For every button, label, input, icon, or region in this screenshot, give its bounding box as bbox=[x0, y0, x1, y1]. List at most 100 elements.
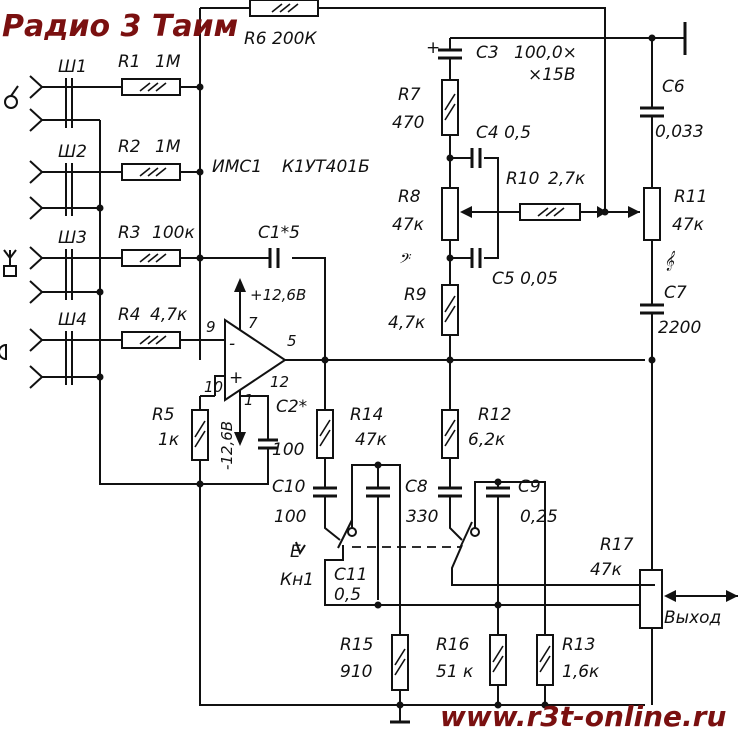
r14-ref: R14 bbox=[350, 405, 383, 425]
c10-ref: С10 bbox=[272, 477, 306, 497]
resistor-r12 bbox=[441, 409, 459, 459]
r5-ref: R5 bbox=[152, 405, 175, 425]
c5-label: С5 0,05 bbox=[492, 269, 558, 289]
switch-ref: Кн1 bbox=[280, 570, 314, 590]
r17-value: 47к bbox=[590, 560, 623, 580]
resistor-r8 bbox=[441, 187, 459, 241]
c2-value: 100 bbox=[272, 440, 304, 460]
labels: R1 1М R2 1М R3 100к R4 4,7к R6 200К ИМС1… bbox=[118, 29, 721, 682]
pin-1: 1 bbox=[244, 391, 254, 409]
r6-value: 200К bbox=[272, 29, 317, 49]
c8-value: 330 bbox=[406, 507, 438, 527]
r10-ref: R10 bbox=[506, 169, 539, 189]
resistor-r5 bbox=[191, 409, 209, 461]
c4-label: С4 0,5 bbox=[476, 123, 531, 143]
r17-ref: R17 bbox=[600, 535, 634, 555]
op-amp-ic: - + bbox=[224, 278, 287, 446]
junction-dots bbox=[96, 34, 656, 709]
c3-ref: С3 bbox=[476, 43, 499, 63]
pin-12: 12 bbox=[270, 373, 289, 391]
c7-ref: С7 bbox=[664, 283, 687, 303]
r7-value: 470 bbox=[392, 113, 424, 133]
c8-ref: С8 bbox=[405, 477, 428, 497]
pickup-icon bbox=[0, 343, 7, 361]
supply-negative: -12,6В bbox=[218, 421, 236, 470]
resistor-r15 bbox=[391, 634, 409, 691]
resistor-r16 bbox=[489, 634, 507, 686]
r3-value: 100к bbox=[152, 223, 195, 243]
c3-value-2: ×15В bbox=[528, 65, 576, 85]
c9-ref: С9 bbox=[518, 477, 541, 497]
c7-value: 2200 bbox=[658, 318, 701, 338]
c3-value: 100,0× bbox=[514, 43, 577, 63]
r1-ref: R1 bbox=[118, 52, 141, 72]
watermark-top: Радио 3 Таим bbox=[2, 9, 238, 44]
r1-value: 1М bbox=[155, 52, 181, 72]
resistor-r6 bbox=[249, 0, 319, 17]
r3-ref: R3 bbox=[118, 223, 141, 243]
ic-type: К1УТ401Б bbox=[282, 157, 370, 177]
resistor-r9 bbox=[441, 284, 459, 336]
connector-label-4: Ш4 bbox=[58, 310, 87, 330]
resistor-r10 bbox=[519, 203, 581, 221]
output-label: Выход bbox=[664, 608, 721, 628]
r5-value: 1к bbox=[158, 430, 180, 450]
pin-minus: - bbox=[229, 334, 235, 354]
r7-ref: R7 bbox=[398, 85, 421, 105]
r9-ref: R9 bbox=[404, 285, 427, 305]
resistor-r4 bbox=[121, 331, 181, 349]
resistor-r14 bbox=[316, 409, 334, 459]
c6-value: 0,033 bbox=[655, 122, 704, 142]
connector-label-3: Ш3 bbox=[58, 228, 87, 248]
r4-ref: R4 bbox=[118, 305, 141, 325]
connector-group: Ш1 Ш2 Ш3 Ш4 bbox=[29, 57, 87, 389]
resistor-r11 bbox=[643, 187, 661, 241]
resistor-r13 bbox=[536, 634, 554, 686]
r6-ref: R6 bbox=[244, 29, 267, 49]
r2-value: 1М bbox=[155, 137, 181, 157]
r15-value: 910 bbox=[340, 662, 372, 682]
r2-ref: R2 bbox=[118, 137, 141, 157]
c6-ref: С6 bbox=[662, 77, 685, 97]
pin-plus: + bbox=[229, 368, 243, 388]
r4-value: 4,7к bbox=[150, 305, 188, 325]
r12-value: 6,2к bbox=[468, 430, 506, 450]
r10-value: 2,7к bbox=[548, 169, 586, 189]
r12-ref: R12 bbox=[478, 405, 511, 425]
supply-positive: +12,6В bbox=[250, 286, 306, 304]
c9-value: 0,25 bbox=[520, 507, 558, 527]
r8-value: 47к bbox=[392, 215, 425, 235]
wiper-arrows bbox=[460, 206, 738, 602]
ic-name: ИМС1 bbox=[212, 157, 262, 177]
pin-7: 7 bbox=[248, 314, 258, 332]
c1-label: С1*5 bbox=[258, 223, 300, 243]
c10-value: 100 bbox=[274, 507, 306, 527]
connector-label-2: Ш2 bbox=[58, 142, 87, 162]
capacitors bbox=[258, 48, 664, 498]
watermark-bottom: www.r3t-online.ru bbox=[440, 700, 726, 733]
microphone-icon bbox=[4, 85, 19, 109]
r15-ref: R15 bbox=[340, 635, 373, 655]
switch-kn1 bbox=[295, 519, 480, 556]
r11-value: 47к bbox=[672, 215, 705, 235]
r9-value: 4,7к bbox=[388, 313, 426, 333]
pin-10: 10 bbox=[204, 378, 223, 396]
resistor-r3 bbox=[121, 249, 181, 267]
treble-clef-icon: 𝄞 bbox=[664, 250, 675, 271]
bass-clef-icon: 𝄢 bbox=[398, 251, 412, 271]
r13-ref: R13 bbox=[562, 635, 595, 655]
c11-value: 0,5 bbox=[334, 585, 361, 605]
r13-value: 1,6к bbox=[562, 662, 600, 682]
ground-symbols bbox=[390, 22, 687, 724]
resistor-r7 bbox=[441, 79, 459, 136]
c2-ref: С2* bbox=[276, 397, 307, 417]
r16-value: 51 к bbox=[436, 662, 474, 682]
resistor-r2 bbox=[121, 163, 181, 181]
pin-9: 9 bbox=[206, 318, 216, 336]
antenna-icon bbox=[3, 249, 17, 277]
switch-e-mark: E bbox=[290, 542, 301, 562]
r14-value: 47к bbox=[355, 430, 388, 450]
r11-ref: R11 bbox=[674, 187, 707, 207]
pin-5: 5 bbox=[287, 332, 297, 350]
